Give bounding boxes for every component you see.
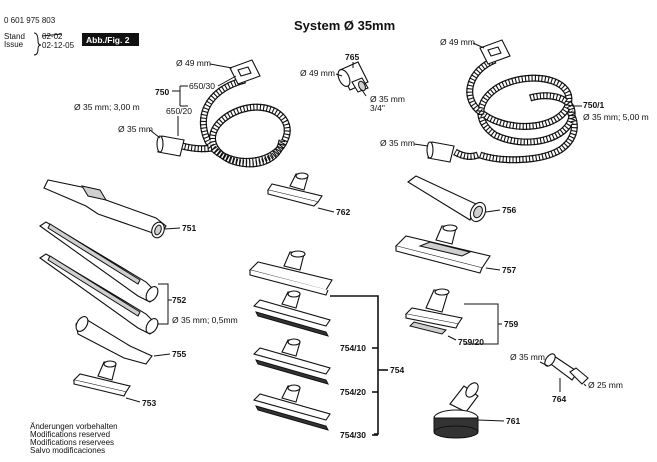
label-d35-764: Ø 35 mm [510, 352, 545, 362]
header-brace [33, 32, 42, 56]
leader-d49-left [209, 63, 233, 69]
label-759-20: 759/20 [458, 337, 484, 347]
label-750: 750 [155, 87, 169, 97]
leader-d25-764 [583, 383, 587, 387]
nozzle-755 [75, 316, 153, 365]
footer-line-4: Salvo modificaciones [30, 446, 105, 455]
fig-badge [82, 33, 139, 46]
label-d35-765: Ø 35 mm [370, 94, 405, 104]
leader-756 [485, 209, 501, 213]
leader-757 [485, 267, 501, 271]
label-d35-3m: Ø 35 mm; 3,00 m [74, 102, 140, 112]
label-754-20: 754/20 [340, 387, 366, 397]
floor-nozzle-754 [248, 250, 333, 296]
label-752: 752 [172, 295, 186, 305]
leader-751 [164, 227, 181, 230]
leader-759-20 [447, 335, 457, 341]
label-765: 765 [345, 52, 359, 62]
label-756: 756 [502, 205, 516, 215]
label-650-20: 650/20 [166, 106, 192, 116]
leader-650-30 [217, 75, 237, 87]
label-d35-left: Ø 35 mm [118, 124, 153, 134]
doc-number: 0 601 975 803 [4, 16, 56, 25]
label-761: 761 [506, 416, 520, 426]
floor-nozzle-757 [394, 224, 491, 274]
leader-d35-764 [539, 361, 549, 367]
label-d49-left: Ø 49 mm [176, 58, 211, 68]
label-751: 751 [182, 223, 196, 233]
label-755: 755 [172, 349, 186, 359]
stand-value: 02-02 [42, 32, 63, 41]
stand-label: Stand [4, 32, 25, 41]
leader-762 [317, 207, 335, 213]
round-brush-761 [433, 382, 479, 439]
reducer-764 [544, 353, 589, 385]
leader-d49-right [472, 42, 485, 49]
adapter-765 [337, 61, 369, 93]
leader-753 [125, 397, 141, 403]
nozzle-753 [72, 360, 131, 397]
label-d49-right: Ø 49 mm [440, 37, 475, 47]
brush-754-10 [252, 290, 331, 337]
label-d35-right: Ø 35 mm [380, 138, 415, 148]
hose-750 [156, 59, 291, 168]
brush-754-20 [252, 338, 331, 385]
curved-tube-751 [43, 179, 167, 239]
footer-line-3: Modifications reservees [30, 438, 114, 447]
label-d35-05: Ø 35 mm; 0,5mm [172, 315, 238, 325]
label-754: 754 [390, 365, 404, 375]
fig-badge-text: Abb./Fig. 2 [86, 35, 130, 45]
label-762: 762 [336, 207, 350, 217]
footer-line-1: Änderungen vorbehalten [30, 422, 118, 431]
leader-d35-left [149, 129, 161, 139]
label-650-30: 650/30 [189, 81, 215, 91]
issue-label: Issue [4, 40, 24, 49]
stand-strike [41, 33, 63, 37]
bracket-754 [330, 295, 379, 435]
crevice-756 [407, 175, 487, 223]
diagram-title: System Ø 35mm [294, 18, 395, 33]
footer-line-2: Modifications reserved [30, 430, 110, 439]
label-754-30: 754/30 [340, 430, 366, 440]
leader-d49-mid [335, 73, 343, 77]
tubes-752 [39, 221, 159, 335]
nozzle-762 [267, 172, 323, 207]
brush-754-30 [252, 384, 331, 431]
label-d35-5m: Ø 35 mm; 5,00 m [583, 112, 649, 122]
issue-value: 02-12-05 [42, 41, 75, 50]
label-757: 757 [502, 265, 516, 275]
label-d25-764: Ø 25 mm [588, 380, 623, 390]
label-750-1: 750/1 [583, 100, 605, 110]
bracket-752 [158, 283, 169, 325]
label-764: 764 [552, 394, 566, 404]
label-753: 753 [142, 398, 156, 408]
bracket-750 [172, 85, 188, 107]
nozzle-759 [404, 288, 463, 335]
leader-761 [477, 419, 505, 422]
hose-750-1 [426, 39, 578, 164]
label-3-4-inch: 3/4" [370, 103, 385, 113]
label-759: 759 [504, 319, 518, 329]
leader-755 [153, 353, 171, 357]
leader-d35-right [413, 143, 429, 147]
leader-d35-765 [361, 89, 367, 97]
label-754-10: 754/10 [340, 343, 366, 353]
label-d49-mid: Ø 49 mm [300, 68, 335, 78]
